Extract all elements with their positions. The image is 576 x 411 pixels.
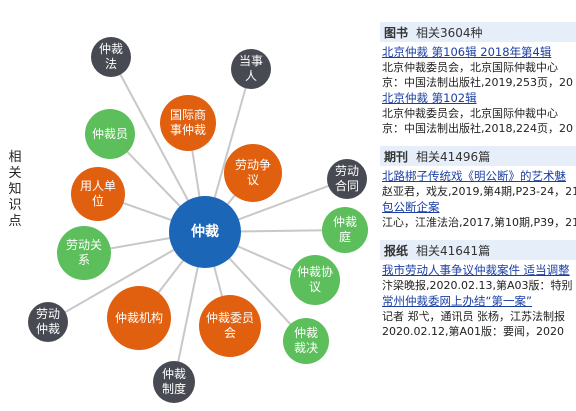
graph-center-node[interactable]: 仲裁 xyxy=(169,196,241,268)
graph-node-label: 仲裁庭 xyxy=(332,215,357,244)
section-items: 北路梆子传统戏《明公断》的艺术魅赵亚君，戏友,2019,第4期,P23-24，2… xyxy=(380,166,576,230)
graph-node-label: 当事人 xyxy=(238,54,263,83)
graph-node[interactable]: 当事人 xyxy=(231,49,271,89)
result-title-link[interactable]: 北京仲裁 第102辑 xyxy=(382,91,477,105)
result-meta: 记者 郑弋，通讯员 张杨，江苏法制报 xyxy=(382,310,565,323)
graph-node[interactable]: 仲裁协议 xyxy=(290,255,340,305)
graph-center-node-label: 仲裁 xyxy=(191,223,219,240)
result-title-link[interactable]: 北路梆子传统戏《明公断》的艺术魅 xyxy=(382,169,566,183)
graph-node-label: 仲裁员 xyxy=(91,126,128,141)
graph-node-label: 仲裁协议 xyxy=(296,265,333,294)
section-items: 北京仲裁 第106辑 2018年第4辑北京仲裁委员会，北京国际仲裁中心京：中国法… xyxy=(380,42,576,136)
graph-node-label: 劳动仲裁 xyxy=(35,307,60,336)
results-panel: 图书相关3604种北京仲裁 第106辑 2018年第4辑北京仲裁委员会，北京国际… xyxy=(380,22,576,411)
result-meta: 京：中国法制出版社,2019,253页，20 xyxy=(382,76,573,89)
graph-node[interactable]: 仲裁委员会 xyxy=(199,295,261,357)
graph-node-label: 仲裁委员会 xyxy=(205,311,254,340)
graph-node-label: 劳动合同 xyxy=(334,164,359,193)
graph-node-label: 仲裁制度 xyxy=(161,367,186,396)
section-count[interactable]: 相关41641篇 xyxy=(416,243,491,258)
graph-node[interactable]: 劳动争议 xyxy=(224,144,282,202)
result-title-link[interactable]: 常州仲裁委网上办结“第一案” xyxy=(382,294,532,308)
graph-node[interactable]: 仲裁制度 xyxy=(153,361,195,403)
graph-node-label: 仲裁机构 xyxy=(114,310,163,325)
result-meta: 江心，江淮法治,2017,第10期,P39，21 xyxy=(382,216,576,229)
result-meta: 北京仲裁委员会，北京国际仲裁中心 xyxy=(382,107,558,120)
section-header: 图书相关3604种 xyxy=(380,22,576,42)
side-label: 相关知识点 xyxy=(8,150,22,229)
graph-node-label: 仲裁裁决 xyxy=(293,326,318,355)
result-title-link[interactable]: 我市劳动人事争议仲裁案件 适当调整 xyxy=(382,263,570,277)
graph-node[interactable]: 仲裁裁决 xyxy=(283,318,329,364)
section-title[interactable]: 图书 xyxy=(384,25,409,40)
section-gap xyxy=(380,136,576,146)
section-title[interactable]: 期刊 xyxy=(384,149,409,164)
graph-node[interactable]: 仲裁庭 xyxy=(322,207,368,253)
result-title-link[interactable]: 包公断企案 xyxy=(382,200,440,214)
graph-node[interactable]: 仲裁机构 xyxy=(107,286,171,350)
graph-node[interactable]: 仲裁法 xyxy=(91,37,131,77)
result-meta: 赵亚君，戏友,2019,第4期,P23-24，21 xyxy=(382,185,576,198)
graph-node-label: 劳动关系 xyxy=(65,238,102,267)
section-gap xyxy=(380,230,576,240)
result-meta: 京：中国法制出版社,2018,224页，20 xyxy=(382,122,573,135)
section-header: 报纸相关41641篇 xyxy=(380,240,576,260)
result-meta: 汴梁晚报,2020.02.13,第A03版：特别 xyxy=(382,279,573,292)
result-meta: 2020.02.12,第A01版：要闻，2020 xyxy=(382,325,564,338)
graph-node-label: 仲裁法 xyxy=(98,42,123,71)
graph-node[interactable]: 国际商事仲裁 xyxy=(160,95,216,151)
graph-node[interactable]: 劳动仲裁 xyxy=(28,302,68,342)
graph-node[interactable]: 劳动关系 xyxy=(57,226,111,280)
graph-node[interactable]: 用人单位 xyxy=(71,167,125,221)
graph-node[interactable]: 仲裁员 xyxy=(85,109,135,159)
section-header: 期刊相关41496篇 xyxy=(380,146,576,166)
section-count[interactable]: 相关3604种 xyxy=(416,25,483,40)
graph-node-label: 劳动争议 xyxy=(234,158,271,187)
result-meta: 北京仲裁委员会，北京国际仲裁中心 xyxy=(382,61,558,74)
graph-node[interactable]: 劳动合同 xyxy=(327,159,367,199)
section-title[interactable]: 报纸 xyxy=(384,243,409,258)
knowledge-graph: 仲裁法 当事人国际商事仲裁仲裁员劳动争议 劳动合同用人单位仲裁庭劳动关系仲裁协议劳动… xyxy=(28,37,368,403)
graph-node-label: 国际商事仲裁 xyxy=(169,108,206,137)
section-items: 我市劳动人事争议仲裁案件 适当调整汴梁晚报,2020.02.13,第A03版：特… xyxy=(380,260,576,339)
graph-node-label: 用人单位 xyxy=(79,179,116,208)
section-count[interactable]: 相关41496篇 xyxy=(416,149,491,164)
result-title-link[interactable]: 北京仲裁 第106辑 2018年第4辑 xyxy=(382,45,552,59)
